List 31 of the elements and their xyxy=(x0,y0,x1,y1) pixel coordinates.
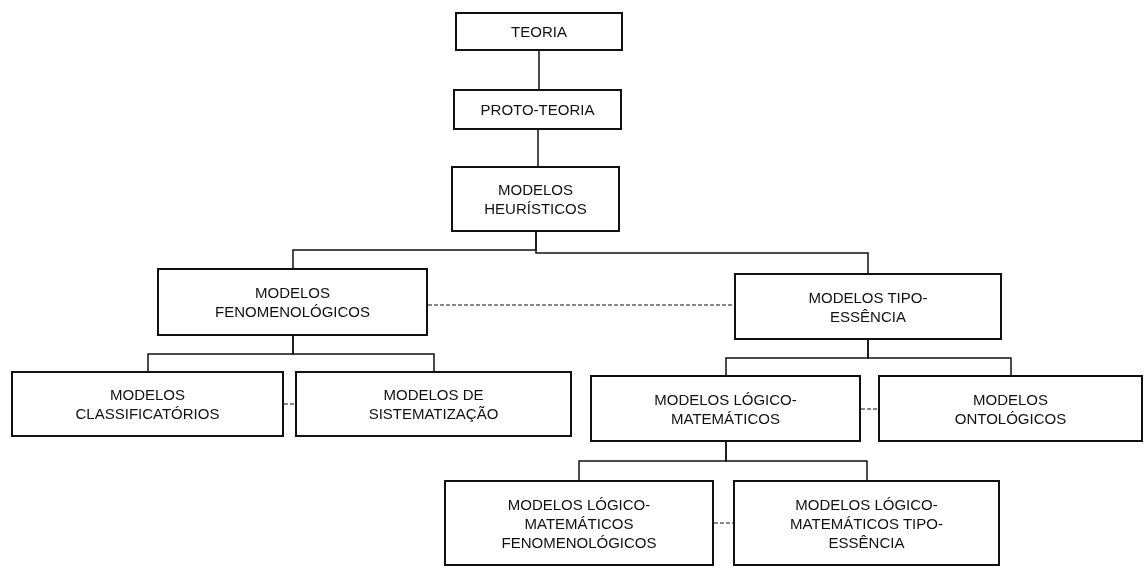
box-label: TEORIA xyxy=(511,22,567,41)
model-box xyxy=(157,268,428,336)
box-label: MODELOS LÓGICO-MATEMÁTICOS TIPO-ESSÊNCIA xyxy=(789,494,944,552)
box-label: MODELOS CLASSIFICATÓRIOS xyxy=(74,385,221,423)
connector-line xyxy=(538,50,540,90)
box-label: MODELOS HEURÍSTICOS xyxy=(483,180,588,218)
model-box xyxy=(455,12,623,51)
box-label: MODELOS TIPO-ESSÊNCIA xyxy=(807,287,929,326)
box-label: MODELOS LÓGICO-MATEMÁTICOS FENOMENOLÓGICOS xyxy=(500,494,658,552)
model-box xyxy=(11,371,284,437)
model-box xyxy=(878,375,1143,442)
connector-line xyxy=(535,231,869,274)
connector-line xyxy=(537,129,539,167)
box-label: PROTO-TEORIA xyxy=(480,100,595,119)
dashed-connector xyxy=(427,304,735,306)
model-box xyxy=(451,166,620,232)
connector-line xyxy=(867,339,1012,376)
connector-line xyxy=(725,441,868,481)
model-box xyxy=(734,273,1002,340)
box-label: MODELOS FENOMENOLÓGICOS xyxy=(214,283,371,321)
dashed-connector xyxy=(860,408,879,410)
model-box xyxy=(590,375,861,442)
model-box xyxy=(444,480,714,566)
box-label: MODELOS DE SISTEMATIZAÇÃO xyxy=(367,385,500,423)
model-box xyxy=(733,480,1000,566)
box-label: MODELOS ONTOLÓGICOS xyxy=(953,389,1068,428)
model-box xyxy=(453,89,622,130)
connector-line xyxy=(292,335,435,372)
dashed-connector xyxy=(283,403,296,405)
model-box xyxy=(295,371,572,437)
box-label: MODELOS LÓGICO-MATEMÁTICOS xyxy=(653,389,798,428)
